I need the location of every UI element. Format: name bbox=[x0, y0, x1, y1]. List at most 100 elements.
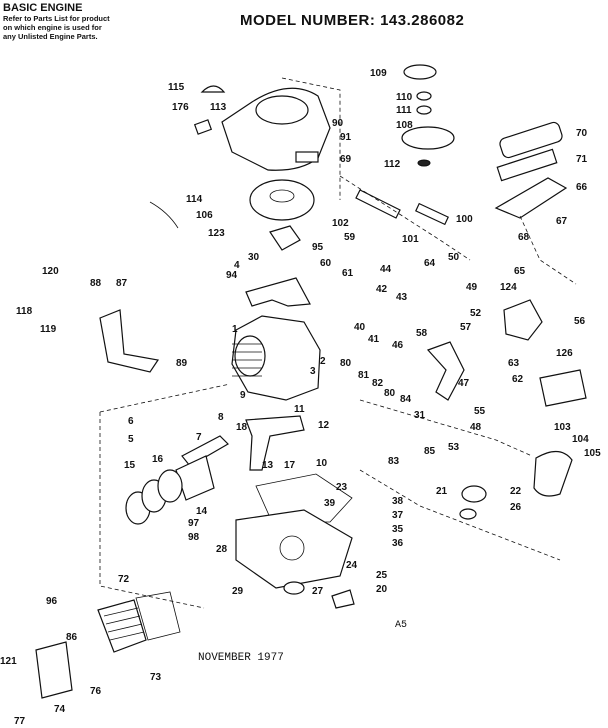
part-label: 9 bbox=[240, 390, 246, 401]
blower-housing-opening bbox=[255, 95, 309, 125]
flywheel-hub bbox=[269, 189, 295, 203]
bracket-20 bbox=[331, 589, 355, 609]
part-label: 95 bbox=[312, 242, 324, 253]
part-label: 88 bbox=[90, 278, 102, 289]
part-label: 113 bbox=[210, 102, 227, 113]
part-label: 86 bbox=[66, 632, 78, 643]
part-label: 59 bbox=[344, 232, 356, 243]
guide-line bbox=[519, 215, 577, 285]
filter-71 bbox=[496, 148, 558, 182]
part-label: 123 bbox=[208, 228, 225, 239]
spark-wire-106 bbox=[149, 201, 179, 229]
head-fins bbox=[103, 607, 145, 641]
part-label: 4 bbox=[234, 260, 240, 271]
part-label: 69 bbox=[340, 154, 352, 165]
starter-rod-102 bbox=[355, 189, 401, 219]
part-label: 105 bbox=[584, 448, 601, 459]
guide-line bbox=[339, 175, 471, 261]
dashed-guide-lines bbox=[99, 77, 577, 609]
note-line: any Unlisted Engine Parts. bbox=[3, 32, 98, 41]
part-label: 60 bbox=[320, 258, 332, 269]
part-label: 102 bbox=[332, 218, 349, 229]
part-label: 42 bbox=[376, 284, 388, 295]
part-label: 114 bbox=[186, 194, 203, 205]
part-label: 96 bbox=[46, 596, 58, 607]
washer-111 bbox=[416, 105, 432, 115]
starter-cup-108 bbox=[401, 126, 455, 150]
part-label: 70 bbox=[576, 128, 588, 139]
part-label: 91 bbox=[340, 132, 352, 143]
sleeve-100 bbox=[415, 202, 449, 226]
part-label: 76 bbox=[90, 686, 102, 697]
cap-176 bbox=[200, 85, 226, 93]
starter-cap-109 bbox=[403, 64, 437, 80]
part-label: 84 bbox=[400, 394, 412, 405]
guide-line bbox=[99, 383, 231, 413]
part-label: 126 bbox=[556, 348, 573, 359]
part-label: 83 bbox=[388, 456, 400, 467]
part-label: 63 bbox=[508, 358, 520, 369]
note-line: Refer to Parts List for product bbox=[3, 14, 110, 23]
note-line: on which engine is used for bbox=[3, 23, 102, 32]
part-label: 49 bbox=[466, 282, 478, 293]
part-label: 39 bbox=[324, 498, 336, 509]
part-label: 85 bbox=[424, 446, 436, 457]
part-label: 46 bbox=[392, 340, 404, 351]
part-label: 15 bbox=[124, 460, 136, 471]
part-label: 119 bbox=[40, 324, 57, 335]
decal-126 bbox=[539, 369, 587, 407]
guide-line bbox=[359, 469, 561, 561]
part-label: 3 bbox=[310, 366, 316, 377]
muffler-103 bbox=[533, 450, 573, 497]
part-label: 89 bbox=[176, 358, 188, 369]
baffle-94 bbox=[245, 277, 311, 307]
part-label: 29 bbox=[232, 586, 244, 597]
part-label: 112 bbox=[384, 159, 401, 170]
part-label: 67 bbox=[556, 216, 568, 227]
part-label: 5 bbox=[128, 434, 134, 445]
crankshaft-18 bbox=[245, 415, 305, 471]
part-label: 101 bbox=[402, 234, 419, 245]
shield-74 bbox=[35, 641, 73, 699]
part-label: 31 bbox=[414, 410, 426, 421]
cylinder-bore bbox=[234, 335, 266, 377]
air-cleaner-cover-70 bbox=[499, 121, 563, 159]
part-label: 21 bbox=[436, 486, 448, 497]
connecting-rod-17 bbox=[181, 435, 229, 467]
part-label: 20 bbox=[376, 584, 388, 595]
part-label: 43 bbox=[396, 292, 408, 303]
diagram-date: NOVEMBER 1977 bbox=[198, 652, 284, 664]
part-label: 121 bbox=[0, 656, 17, 667]
part-label: 35 bbox=[392, 524, 404, 535]
part-label: 56 bbox=[574, 316, 586, 327]
cylinder-fins bbox=[232, 343, 262, 377]
parts-list-note: Refer to Parts List for product on which… bbox=[3, 14, 143, 41]
part-label: 7 bbox=[196, 432, 202, 443]
part-label: 82 bbox=[372, 378, 384, 389]
washer-26 bbox=[459, 508, 477, 520]
carburetor-124 bbox=[503, 299, 543, 341]
decal-113 bbox=[193, 119, 213, 135]
oil-seal-27 bbox=[283, 581, 305, 595]
part-label: 48 bbox=[470, 422, 482, 433]
part-label: 37 bbox=[392, 510, 404, 521]
part-label: 111 bbox=[396, 105, 412, 116]
part-label: 1 bbox=[232, 324, 238, 335]
part-label: 14 bbox=[196, 506, 208, 517]
part-label: 25 bbox=[376, 570, 388, 581]
part-label: 109 bbox=[370, 68, 387, 79]
part-label: 104 bbox=[572, 434, 589, 445]
part-label: 90 bbox=[332, 118, 344, 129]
part-label: 98 bbox=[188, 532, 200, 543]
piston-ring-c bbox=[157, 469, 183, 503]
part-label: 65 bbox=[514, 266, 526, 277]
diagram-title: BASIC ENGINE bbox=[3, 2, 83, 14]
part-label: 80 bbox=[384, 388, 396, 399]
part-label: 22 bbox=[510, 486, 522, 497]
air-cleaner-body-66 bbox=[494, 177, 568, 219]
part-label: 120 bbox=[42, 266, 59, 277]
bracket-87 bbox=[99, 309, 160, 373]
guide-line bbox=[281, 77, 341, 200]
part-label: 94 bbox=[226, 270, 238, 281]
part-label: 80 bbox=[340, 358, 352, 369]
